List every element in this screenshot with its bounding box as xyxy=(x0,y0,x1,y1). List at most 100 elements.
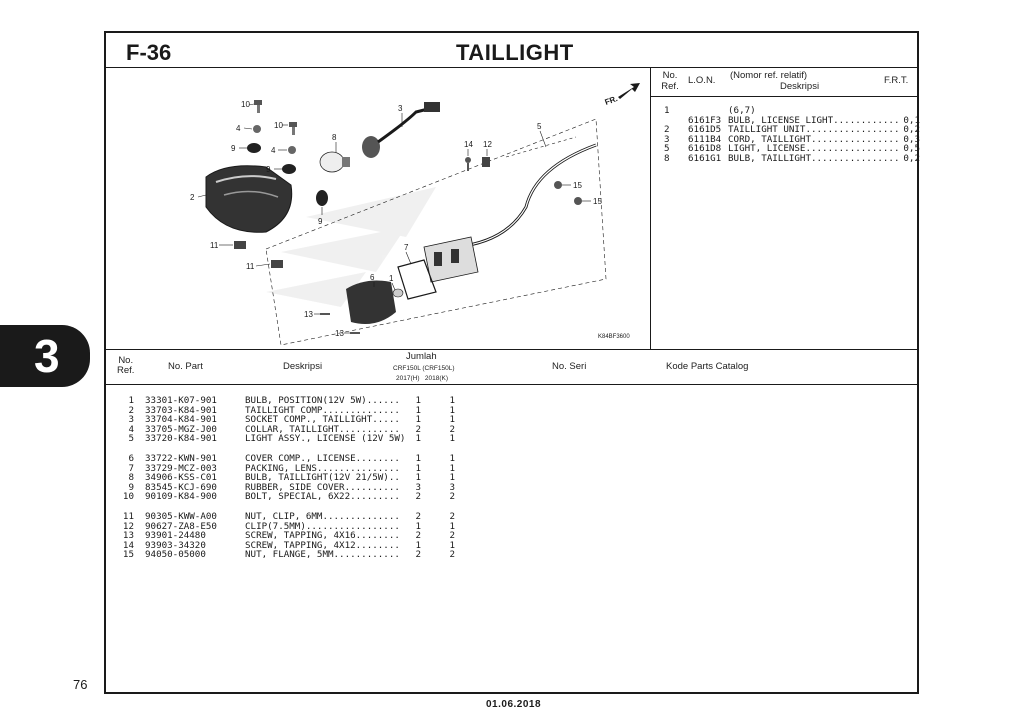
chapter-tab xyxy=(0,325,90,387)
callout-label: 15 xyxy=(593,197,602,206)
callout-label: 4 xyxy=(271,146,276,155)
description-cell: SOCKET COMP., TAILLIGHT..... xyxy=(245,414,400,426)
ref-table-row: 1(6,7) xyxy=(664,106,920,116)
ref-cell: 2 xyxy=(128,404,134,416)
qty-2018-cell: 1 xyxy=(449,539,455,551)
rubber-icon xyxy=(316,190,328,206)
qty-2017-cell: 1 xyxy=(415,395,421,406)
parts-desc-col-header: Deskripsi xyxy=(283,361,323,372)
flange-nut-icon xyxy=(574,197,582,205)
part-number-cell: 94050-05000 xyxy=(145,549,206,561)
bolt-icon xyxy=(254,100,262,113)
callout-label: 2 xyxy=(190,193,195,202)
bolt-icon xyxy=(289,122,297,135)
callout-label: 6 xyxy=(370,273,375,282)
part-number-cell: 93901-24480 xyxy=(145,530,206,542)
callout-label: 7 xyxy=(404,243,409,252)
catalog-col-header: Kode Parts Catalog xyxy=(666,361,749,372)
qty-2017-cell: 1 xyxy=(415,452,421,464)
callout-label: 12 xyxy=(483,140,492,149)
callout-label: 9 xyxy=(231,144,236,153)
callout-label: 9 xyxy=(266,165,271,174)
ref-cell: 2 xyxy=(664,124,670,136)
callout-label: 11 xyxy=(246,262,255,271)
lon-cell: 6161D5 xyxy=(688,124,722,136)
part-no-col-header: No. Part xyxy=(168,361,203,372)
description-cell: RUBBER, SIDE COVER.......... xyxy=(245,481,400,493)
screw-icon xyxy=(465,157,471,171)
diagram-ref-divider xyxy=(650,67,651,349)
callout-label: 9 xyxy=(318,217,323,226)
qty-2018-cell: 2 xyxy=(449,549,455,561)
clip-nut-icon xyxy=(271,260,283,268)
ref-col-header: No. Ref. xyxy=(661,70,679,92)
qty-2017-cell: 2 xyxy=(415,423,421,435)
page-frame xyxy=(104,31,919,694)
ref-cell: 5 xyxy=(128,433,134,445)
ref-desc-cell: TAILLIGHT UNIT................. xyxy=(728,124,900,136)
callout-label: 8 xyxy=(332,133,337,142)
frt-cell: 0,5 xyxy=(903,143,920,155)
qty-2017-cell: 1 xyxy=(415,472,421,484)
qty-2018-cell: 1 xyxy=(449,395,455,406)
figure-code: F-36 xyxy=(126,40,172,65)
ref-cell: 11 xyxy=(122,510,134,522)
ref-cell: 8 xyxy=(664,152,670,164)
license-cover-icon xyxy=(346,280,396,325)
callout-label: 10 xyxy=(274,121,283,130)
part-number-cell: 33722-KWN-901 xyxy=(145,452,217,464)
part-number-cell: 33301-K07-901 xyxy=(145,395,217,406)
ref-cell: 10 xyxy=(122,491,134,503)
callout-label: 10 xyxy=(241,100,250,109)
description-cell: SCREW, TAPPING, 4X12........ xyxy=(245,539,400,551)
table-row: 3 33704-K84-901 SOCKET COMP., TAILLIGHT...… xyxy=(118,415,455,425)
part-number-cell: 33704-K84-901 xyxy=(145,414,217,426)
ref-cell: 3 xyxy=(128,414,134,426)
nomor-col-header: (Nomor ref. relatif) xyxy=(730,70,808,81)
ref-desc-cell: LIGHT, LICENSE................. xyxy=(728,143,900,155)
frt-col-header: F.R.T. xyxy=(884,75,909,86)
qty-2018-cell: 1 xyxy=(449,472,455,484)
qty-2017-cell: 2 xyxy=(415,530,421,542)
jumlah-col-header: Jumlah xyxy=(406,351,437,362)
part-number-cell: 33720-K84-901 xyxy=(145,433,217,445)
callout-label: 3 xyxy=(398,104,403,113)
ref-cell: 4 xyxy=(128,423,134,435)
description-cell: CLIP(7.5MM)................. xyxy=(245,520,400,532)
description-cell: PACKING, LENS............... xyxy=(245,462,400,474)
ref-cell: 12 xyxy=(122,520,134,532)
rubber-icon xyxy=(247,143,261,153)
part-number-cell: 90109-K84-900 xyxy=(145,491,217,503)
part-number-cell: 33703-K84-901 xyxy=(145,404,217,416)
taillight-unit-icon xyxy=(205,165,293,233)
part-number-cell: 83545-KCJ-690 xyxy=(145,481,217,493)
license-bulb-icon xyxy=(392,288,404,298)
diagram-divider xyxy=(105,349,918,350)
table-row: 9 83545-KCJ-690 RUBBER, SIDE COVER........… xyxy=(118,483,455,493)
packing-icon xyxy=(397,259,437,300)
callout-label: 13 xyxy=(304,310,313,319)
qty-2017-cell: 2 xyxy=(415,510,421,522)
page-number: 76 xyxy=(73,677,88,692)
description-cell: BULB, TAILLIGHT(12V 21/5W).. xyxy=(245,472,400,484)
ref-cell: 6 xyxy=(128,452,134,464)
part-number-cell: 34906-KSS-C01 xyxy=(145,472,217,484)
lon-cell: 6111B4 xyxy=(688,133,722,145)
lon-cell: 6161D8 xyxy=(688,143,722,155)
ref-desc-cell: CORD, TAILLIGHT................ xyxy=(728,133,900,145)
description-cell: COVER COMP., LICENSE........ xyxy=(245,452,400,464)
callout-label: 5 xyxy=(537,122,542,131)
ref-cell: 9 xyxy=(128,481,134,493)
